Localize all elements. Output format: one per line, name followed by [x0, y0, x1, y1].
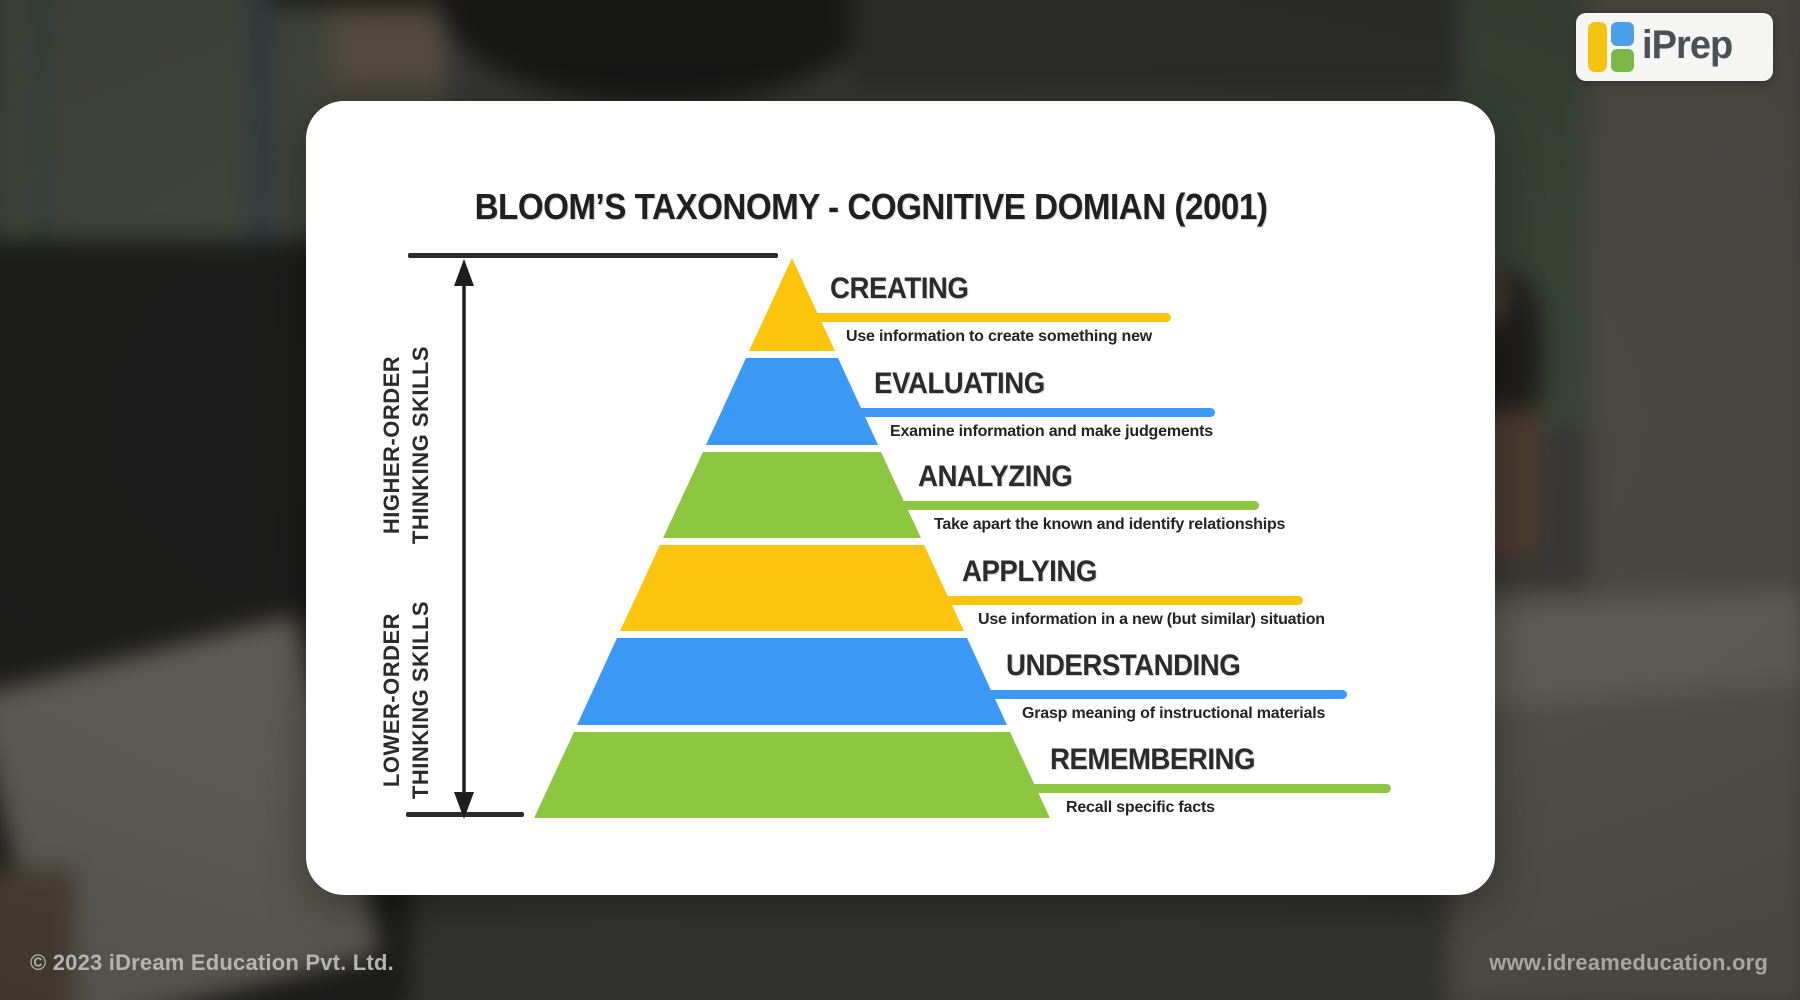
- iprep-logo: iPrep: [1576, 13, 1773, 81]
- page-title: BLOOM’S TAXONOMY - COGNITIVE DOMIAN (200…: [474, 186, 1268, 227]
- logo-yellow-bar: [1588, 22, 1607, 72]
- level-underline-analyzing: [898, 501, 1259, 510]
- double-arrow: [454, 259, 474, 819]
- level-description-evaluating: Examine information and make judgements: [890, 423, 1213, 440]
- level-underline-creating: [810, 313, 1171, 322]
- pyramid-band-analyzing: [663, 452, 921, 538]
- level-description-understanding: Grasp meaning of instructional materials: [1022, 705, 1326, 722]
- footer-copyright: © 2023 iDream Education Pvt. Ltd.: [30, 950, 394, 975]
- axis-label-higher-order: HIGHER-ORDER THINKING SKILLS: [377, 315, 435, 575]
- level-underline-applying: [942, 596, 1303, 605]
- level-underline-remembering: [1030, 784, 1391, 793]
- axis-higher-line1: HIGHER-ORDER: [379, 355, 404, 535]
- level-name-analyzing: ANALYZING: [918, 460, 1073, 493]
- level-description-analyzing: Take apart the known and identify relati…: [934, 516, 1286, 533]
- pyramid-band-understanding: [577, 638, 1007, 725]
- pyramid-band-creating: [749, 258, 835, 351]
- level-name-creating: CREATING: [830, 272, 969, 305]
- pyramid-band-evaluating: [706, 358, 878, 445]
- footer-website: www.idreameducation.org: [1489, 950, 1768, 975]
- level-name-evaluating: EVALUATING: [874, 367, 1045, 400]
- level-name-applying: APPLYING: [962, 555, 1097, 588]
- level-underline-evaluating: [854, 408, 1215, 417]
- pyramid-band-applying: [620, 545, 964, 631]
- pyramid-band-remembering: [534, 732, 1050, 818]
- logo-blue-square: [1611, 22, 1634, 46]
- level-description-creating: Use information to create something new: [846, 328, 1153, 345]
- level-underline-understanding: [986, 690, 1347, 699]
- iprep-logo-text: iPrep: [1642, 23, 1733, 67]
- level-description-applying: Use information in a new (but similar) s…: [978, 611, 1325, 628]
- iprep-logo-icon: [1588, 22, 1634, 72]
- level-name-understanding: UNDERSTANDING: [1006, 649, 1241, 682]
- level-name-remembering: REMEMBERING: [1050, 743, 1256, 776]
- axis-lower-line2: THINKING SKILLS: [408, 600, 434, 800]
- taxonomy-card: BLOOM’S TAXONOMY - COGNITIVE DOMIAN (200…: [306, 101, 1495, 895]
- axis-higher-line2: THINKING SKILLS: [408, 345, 434, 545]
- ruler-top-line: [408, 253, 778, 258]
- level-description-remembering: Recall specific facts: [1066, 799, 1215, 816]
- logo-green-square: [1611, 49, 1634, 72]
- axis-label-lower-order: LOWER-ORDER THINKING SKILLS: [377, 570, 435, 830]
- axis-lower-line1: LOWER-ORDER: [379, 612, 404, 788]
- pyramid-diagram: [534, 258, 1050, 818]
